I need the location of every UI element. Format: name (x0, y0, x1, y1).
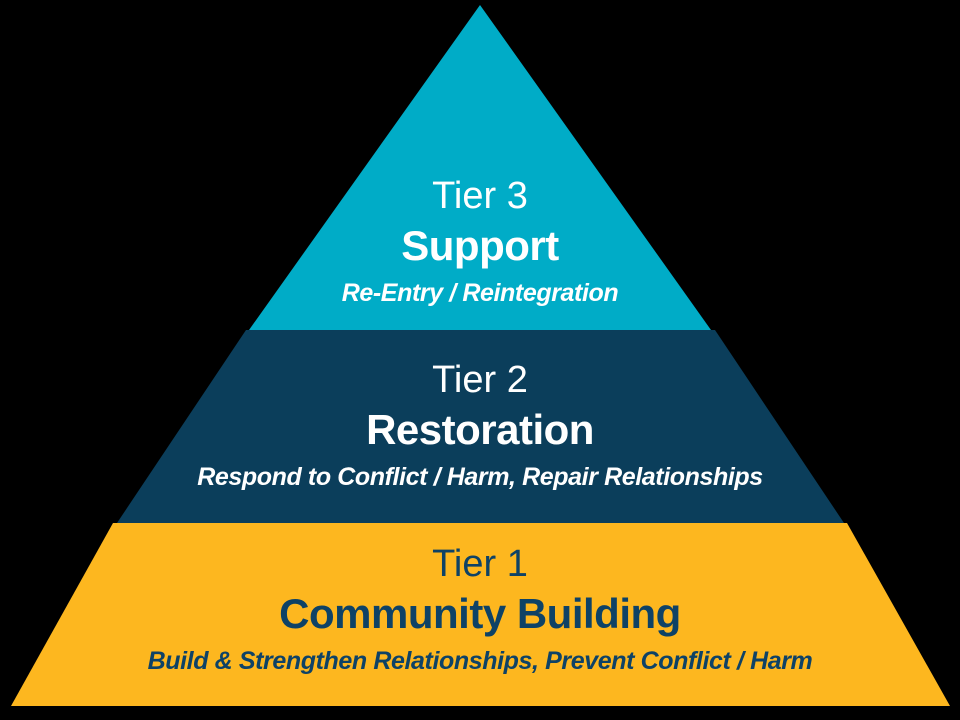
tier1-shape (11, 523, 950, 706)
tier2-shape (117, 330, 844, 523)
tier3-shape (249, 5, 711, 330)
